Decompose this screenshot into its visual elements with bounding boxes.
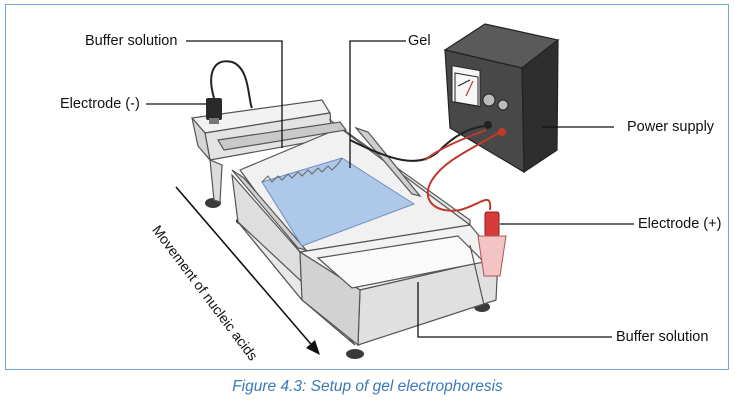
figure-frame bbox=[5, 4, 729, 370]
leader-lines bbox=[146, 40, 634, 338]
label-buffer-solution-top: Buffer solution bbox=[85, 33, 178, 49]
wires bbox=[210, 60, 501, 212]
label-electrode-negative: Electrode (-) bbox=[60, 96, 140, 112]
figure-caption: Figure 4.3: Setup of gel electrophoresis bbox=[232, 378, 503, 395]
buffer-chamber-right bbox=[298, 224, 500, 347]
movement-arrow bbox=[175, 186, 320, 355]
electrode-negative bbox=[206, 98, 222, 124]
electrode-positive bbox=[477, 211, 507, 277]
power-supply bbox=[443, 23, 560, 174]
label-buffer-solution-bottom: Buffer solution bbox=[616, 329, 709, 345]
label-electrode-positive: Electrode (+) bbox=[638, 216, 722, 232]
gel-slab bbox=[261, 157, 416, 247]
label-gel: Gel bbox=[408, 33, 431, 49]
label-power-supply: Power supply bbox=[627, 119, 715, 135]
